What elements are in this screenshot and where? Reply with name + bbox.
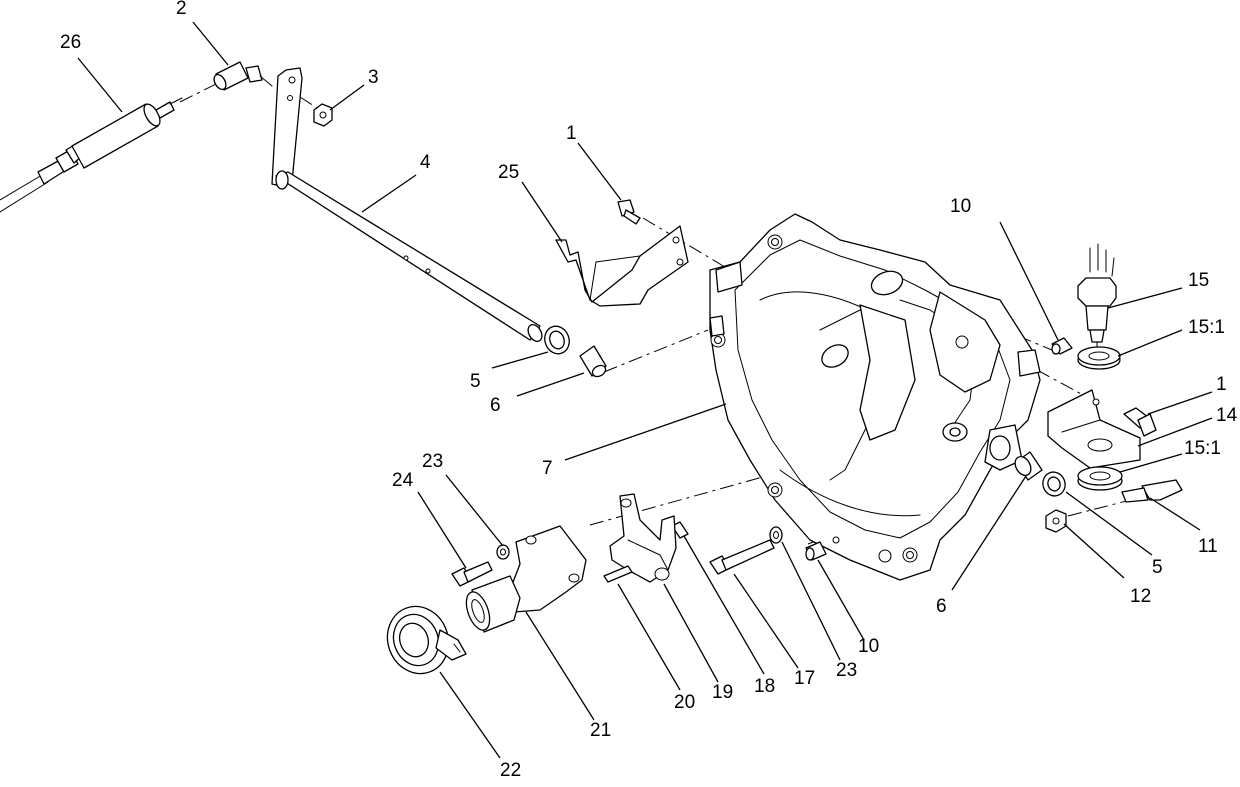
callout-labels: 26 2 3 4 25 1 10 15 15:1 1 14 15:1 11 5 …	[60, 0, 1238, 781]
pin-part-18	[671, 521, 689, 539]
screw-part-1-upper	[617, 199, 641, 225]
dowel-pin-part-10-upper	[1051, 337, 1073, 355]
dowel-pin-part-10-lower	[805, 541, 827, 561]
callout-6-left: 6	[490, 395, 501, 416]
bracket-part-25	[555, 225, 689, 307]
callout-15-1-lower: 15:1	[1184, 438, 1221, 459]
clutch-housing-part-7	[709, 213, 1041, 581]
bearing-seal-part-5-left	[544, 325, 570, 355]
screw-part-1-right	[1123, 407, 1157, 437]
nut-part-12	[1045, 509, 1067, 533]
bearing-guide-sleeve-part-21	[465, 525, 587, 633]
callout-23-lower: 23	[836, 660, 857, 681]
leader-lines	[77, 21, 1213, 759]
callout-4: 4	[420, 152, 431, 173]
bushing-part-6-left	[579, 345, 607, 378]
callout-10-lower: 10	[858, 636, 879, 657]
connector-part-11	[1121, 479, 1183, 503]
clutch-shaft-lever-part-4	[271, 67, 543, 343]
callout-3: 3	[368, 67, 379, 88]
roll-pin-part-20	[603, 565, 633, 583]
callout-1-upper: 1	[566, 123, 577, 144]
callout-21: 21	[590, 720, 611, 741]
callout-5-right: 5	[1152, 557, 1163, 578]
washer-part-23-lower	[769, 526, 783, 544]
bearing-seal-part-5-right	[1042, 471, 1066, 497]
bolt-part-17	[709, 539, 775, 575]
callout-20: 20	[674, 692, 695, 713]
bolt-part-24	[451, 561, 493, 587]
callout-17: 17	[794, 668, 815, 689]
callout-23-upper: 23	[422, 451, 443, 472]
callout-6-right: 6	[936, 596, 947, 617]
bushing-part-6-right	[1014, 451, 1043, 481]
callout-15: 15	[1188, 270, 1209, 291]
release-bearing-part-22	[386, 605, 467, 675]
nut-part-15-1-lower	[1077, 466, 1123, 491]
release-fork-part-19	[609, 493, 677, 583]
callout-7: 7	[542, 458, 553, 479]
callout-10-upper: 10	[950, 196, 971, 217]
callout-12: 12	[1130, 586, 1151, 607]
switch-sensor-part-15	[1077, 243, 1117, 353]
callout-19: 19	[712, 682, 733, 703]
callout-25: 25	[498, 162, 519, 183]
callout-18: 18	[754, 676, 775, 697]
washer-part-23-upper	[496, 544, 510, 560]
callout-22: 22	[500, 760, 521, 781]
callout-11: 11	[1198, 536, 1218, 557]
cable-assembly-part-26	[0, 97, 183, 213]
callout-26: 26	[60, 32, 81, 53]
callout-1-right: 1	[1216, 374, 1227, 395]
callout-2: 2	[176, 0, 187, 19]
callout-5-left: 5	[470, 371, 481, 392]
callout-15-1-upper: 15:1	[1188, 317, 1225, 338]
clevis-part-2	[213, 61, 273, 91]
nut-part-15-1-upper	[1077, 346, 1121, 370]
callout-14: 14	[1216, 405, 1238, 426]
callout-24: 24	[392, 470, 414, 491]
switch-bracket-part-14	[1047, 389, 1141, 469]
nut-part-3	[313, 103, 333, 127]
